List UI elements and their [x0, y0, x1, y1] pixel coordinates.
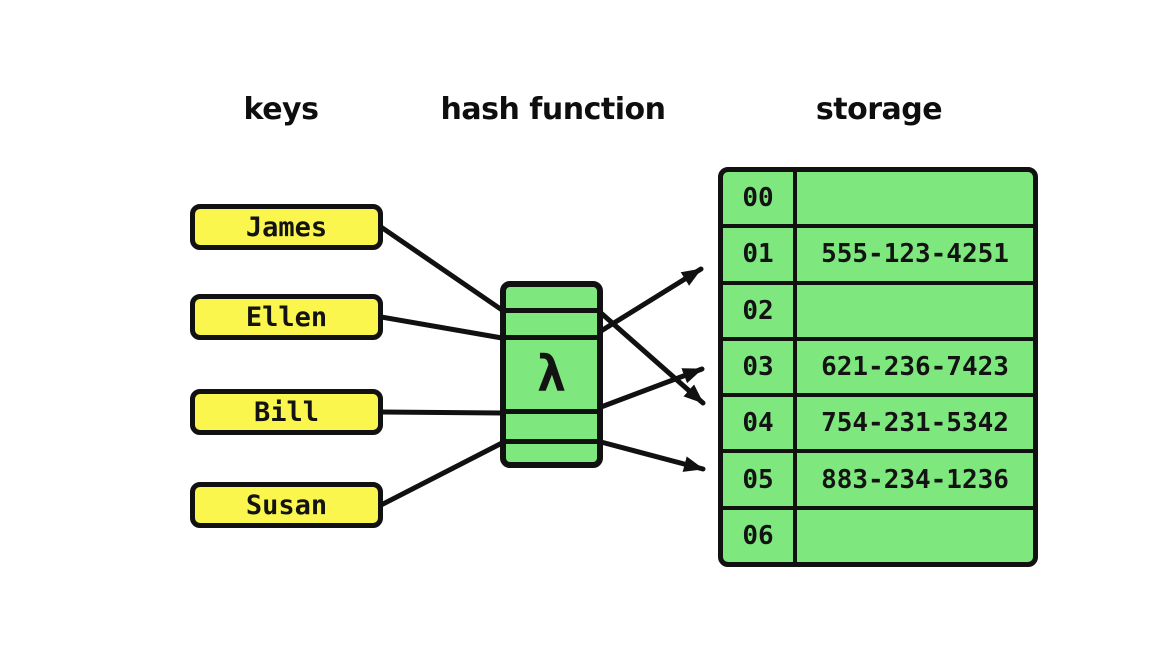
- slot-value: [797, 510, 1033, 562]
- slot-value: 883-234-1236: [821, 464, 1009, 495]
- key-label-bill: Bill: [253, 396, 320, 428]
- slot-index: 01: [723, 228, 797, 281]
- hash-function-header: hash function: [440, 92, 666, 127]
- arrow-james-to-slot-04: [598, 310, 706, 406]
- hash-function-box: λ: [500, 281, 603, 468]
- hash-divider: [505, 409, 598, 414]
- keys-header: keys: [243, 92, 319, 127]
- storage-table: 00 01 555-123-4251 02 03 621-236-7423 04…: [718, 167, 1038, 567]
- key-label-james: James: [245, 211, 328, 243]
- key-box-james: James: [190, 204, 383, 250]
- slot-value: 754-231-5342: [821, 408, 1009, 439]
- arrow-ellen-to-slot-01: [598, 266, 704, 334]
- key-label-susan: Susan: [245, 489, 328, 521]
- hash-divider: [505, 308, 598, 313]
- hash-divider: [505, 439, 598, 444]
- slot-index: 03: [723, 340, 797, 394]
- key-box-ellen: Ellen: [190, 294, 383, 340]
- storage-row-01: 01 555-123-4251: [723, 228, 1033, 285]
- arrow-bill-to-slot-03: [598, 366, 705, 410]
- storage-row-06: 06: [723, 509, 1033, 562]
- key-box-susan: Susan: [190, 482, 383, 528]
- slot-value: [797, 285, 1033, 337]
- slot-index: 00: [723, 172, 797, 225]
- hash-divider: [505, 335, 598, 340]
- storage-row-04: 04 754-231-5342: [723, 397, 1033, 454]
- storage-row-03: 03 621-236-7423: [723, 340, 1033, 398]
- lambda-symbol: λ: [536, 345, 567, 403]
- storage-row-00: 00: [723, 172, 1033, 229]
- slot-index: 05: [723, 453, 797, 506]
- line-susan-to-hash: [378, 440, 505, 508]
- slot-value: 555-123-4251: [821, 239, 1009, 270]
- slot-index: 04: [723, 397, 797, 450]
- slot-index: 06: [723, 509, 797, 562]
- key-label-ellen: Ellen: [245, 301, 328, 333]
- slot-value: 621-236-7423: [821, 351, 1009, 382]
- slot-index: 02: [723, 284, 797, 337]
- line-bill-to-hash: [378, 409, 505, 416]
- slot-value: [797, 172, 1033, 224]
- storage-row-05: 05 883-234-1236: [723, 453, 1033, 510]
- storage-row-02: 02: [723, 284, 1033, 341]
- arrow-susan-to-slot-05: [598, 439, 706, 472]
- storage-header: storage: [815, 92, 943, 127]
- line-ellen-to-hash: [378, 314, 505, 341]
- line-james-to-hash: [378, 224, 505, 313]
- key-box-bill: Bill: [190, 389, 383, 435]
